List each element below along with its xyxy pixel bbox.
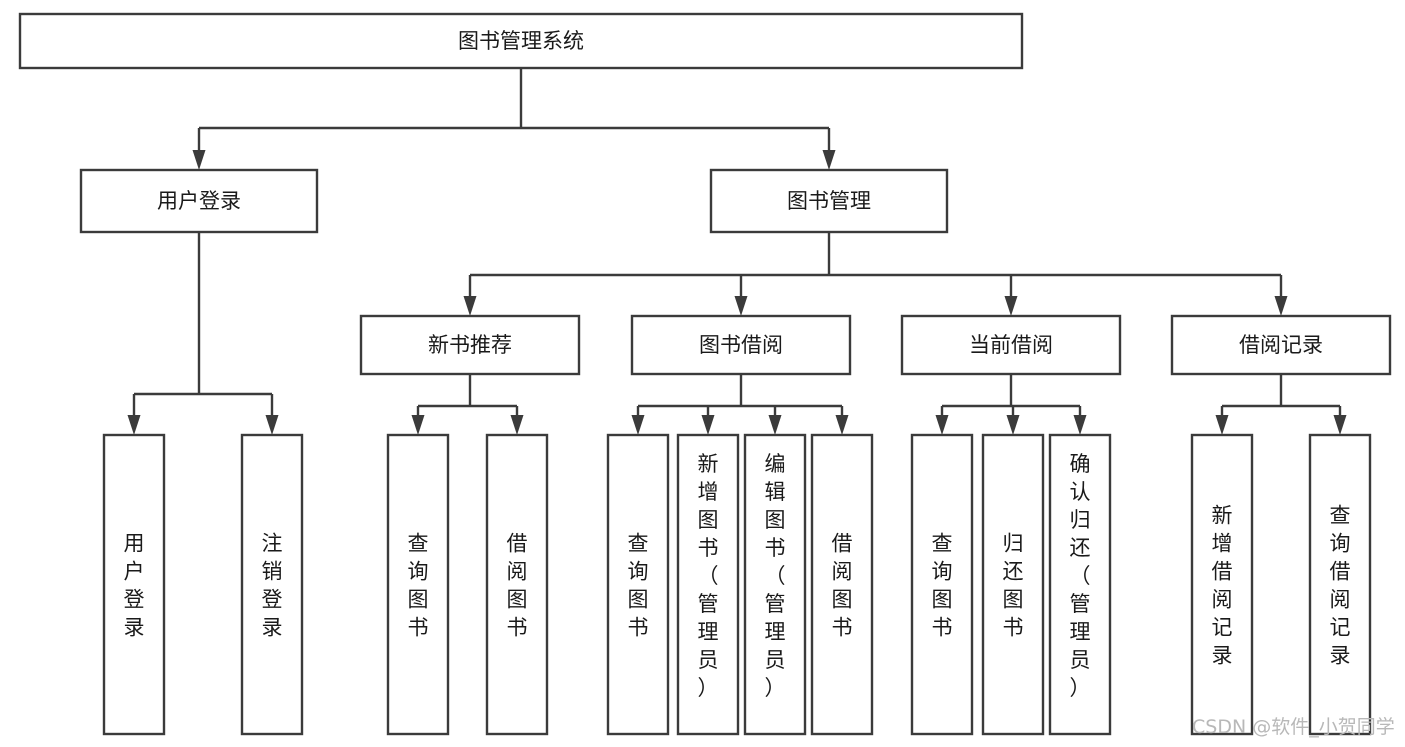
leaf-node-11-label: 新增借阅记录 [1212, 503, 1233, 667]
leaf-node-10-rect [1048, 433, 1112, 736]
level3-node-0-label: 新书推荐 [428, 333, 512, 357]
leaf-node-11[interactable]: 新增借阅记录 [1190, 433, 1254, 736]
level3-node-3-label: 借阅记录 [1239, 333, 1323, 357]
arrow-head [822, 150, 836, 170]
leaf-node-1-rect [240, 433, 304, 736]
leaf-node-9-rect [981, 433, 1045, 736]
leaf-node-7-rect [810, 433, 874, 736]
arrow-head [1004, 296, 1018, 316]
leaf-node-2-label: 查询图书 [408, 531, 429, 639]
leaf-node-5[interactable]: 新增图书（管理员） [676, 433, 740, 736]
leaf-node-1-label: 注销登录 [262, 531, 283, 639]
leaf-node-0[interactable]: 用户登录 [102, 433, 166, 736]
level2-node-1-rect [709, 168, 949, 234]
leaf-node-8-label: 查询图书 [932, 531, 953, 639]
arrow-head [1006, 415, 1020, 435]
level3-node-3[interactable]: 借阅记录 [1170, 314, 1392, 376]
level3-node-1-label: 图书借阅 [699, 333, 783, 357]
leaf-node-9-label: 归还图书 [1003, 531, 1024, 639]
root-node-book-management-system[interactable]: 图书管理系统 [18, 12, 1024, 70]
leaf-node-6-rect [743, 433, 807, 736]
leaf-node-10[interactable]: 确认归还（管理员） [1048, 433, 1112, 736]
leaf-node-3-rect [485, 433, 549, 736]
leaf-node-0-label: 用户登录 [124, 531, 145, 639]
leaf-node-12-rect [1308, 433, 1372, 736]
leaf-node-4[interactable]: 查询图书 [606, 433, 670, 736]
root-node-book-management-system-rect [18, 12, 1024, 70]
leaf-node-6[interactable]: 编辑图书（管理员） [743, 433, 807, 736]
leaf-node-7-label: 借阅图书 [832, 531, 853, 639]
leaf-node-3-label: 借阅图书 [507, 531, 528, 639]
leaf-node-11-rect [1190, 433, 1254, 736]
arrow-head [265, 415, 279, 435]
leaf-node-10-label: 确认归还（管理员） [1070, 452, 1091, 700]
level3-node-2-rect [900, 314, 1122, 376]
level3-node-2-label: 当前借阅 [969, 333, 1053, 357]
leaf-node-4-label: 查询图书 [628, 531, 649, 639]
arrow-head [510, 415, 524, 435]
leaf-node-12-label: 查询借阅记录 [1330, 503, 1351, 667]
arrow-head [1073, 415, 1087, 435]
level3-node-1-rect [630, 314, 852, 376]
boxes-layer: 图书管理系统用户登录图书管理新书推荐图书借阅当前借阅借阅记录用户登录注销登录查询… [18, 12, 1392, 736]
level2-node-0-rect [79, 168, 319, 234]
leaf-node-5-rect [676, 433, 740, 736]
level3-node-1[interactable]: 图书借阅 [630, 314, 852, 376]
level2-node-1[interactable]: 图书管理 [709, 168, 949, 234]
level2-node-0-label: 用户登录 [157, 189, 241, 213]
level3-node-0-rect [359, 314, 581, 376]
leaf-node-1[interactable]: 注销登录 [240, 433, 304, 736]
arrow-head [1333, 415, 1347, 435]
level3-node-0[interactable]: 新书推荐 [359, 314, 581, 376]
arrow-head [192, 150, 206, 170]
level3-node-2[interactable]: 当前借阅 [900, 314, 1122, 376]
arrow-head [463, 296, 477, 316]
arrow-head [1274, 296, 1288, 316]
leaf-node-12[interactable]: 查询借阅记录 [1308, 433, 1372, 736]
leaf-node-6-label: 编辑图书（管理员） [765, 452, 786, 700]
arrow-head [935, 415, 949, 435]
level2-node-0[interactable]: 用户登录 [79, 168, 319, 234]
leaf-node-8[interactable]: 查询图书 [910, 433, 974, 736]
connectors-layer [127, 68, 1347, 435]
leaf-node-8-rect [910, 433, 974, 736]
arrow-head [631, 415, 645, 435]
leaf-node-4-rect [606, 433, 670, 736]
leaf-node-2-rect [386, 433, 450, 736]
root-node-book-management-system-label: 图书管理系统 [458, 29, 584, 53]
leaf-node-2[interactable]: 查询图书 [386, 433, 450, 736]
leaf-node-5-label: 新增图书（管理员） [698, 452, 719, 700]
arrow-head [835, 415, 849, 435]
arrow-head [1215, 415, 1229, 435]
leaf-node-0-rect [102, 433, 166, 736]
leaf-node-3[interactable]: 借阅图书 [485, 433, 549, 736]
level3-node-3-rect [1170, 314, 1392, 376]
leaf-node-7[interactable]: 借阅图书 [810, 433, 874, 736]
arrow-head [127, 415, 141, 435]
arrow-head [768, 415, 782, 435]
level2-node-1-label: 图书管理 [787, 189, 871, 213]
leaf-node-9[interactable]: 归还图书 [981, 433, 1045, 736]
arrow-head [411, 415, 425, 435]
arrow-head [734, 296, 748, 316]
arrow-head [701, 415, 715, 435]
csdn-watermark: CSDN @软件_小贺同学 [1192, 716, 1395, 738]
